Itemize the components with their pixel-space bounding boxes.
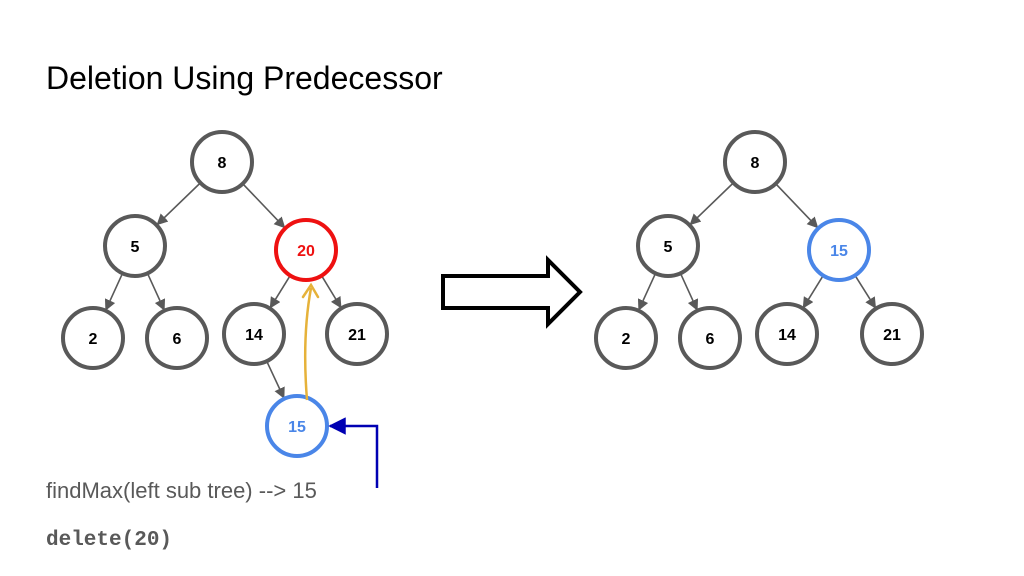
edge-after-8-15 [773, 180, 819, 229]
node-circle [807, 218, 871, 282]
node-after-2: 2 [594, 306, 658, 370]
tree-before-edges [104, 180, 342, 399]
predecessor-move-arrow [303, 287, 313, 401]
node-label: 15 [830, 243, 848, 260]
edge-before-14-15 [264, 358, 285, 399]
edge-before-20-21 [319, 272, 342, 309]
node-label: 5 [131, 239, 140, 256]
node-before-6: 6 [145, 306, 209, 370]
node-after-21: 21 [860, 302, 924, 366]
node-before-8: 8 [190, 130, 254, 194]
edge-after-15-21 [852, 272, 877, 309]
node-circle [145, 306, 209, 370]
tree-after-edges [637, 180, 877, 311]
node-label: 6 [706, 331, 715, 348]
edge-after-15-14 [802, 272, 826, 309]
node-label: 21 [348, 327, 366, 344]
node-before-21: 21 [325, 302, 389, 366]
node-label: 15 [288, 419, 306, 436]
delete-call: delete(20) [46, 529, 173, 552]
node-after-8: 8 [723, 130, 787, 194]
node-label: 20 [297, 243, 315, 260]
node-circle [222, 302, 286, 366]
node-after-6: 6 [678, 306, 742, 370]
edge-before-5-2 [104, 270, 125, 311]
edge-after-5-2 [637, 270, 658, 311]
edge-after-5-6 [678, 270, 699, 311]
node-after-14: 14 [755, 302, 819, 366]
node-circle [325, 302, 389, 366]
edge-after-8-5 [689, 180, 737, 226]
node-after-15: 15 [807, 218, 871, 282]
node-circle [594, 306, 658, 370]
node-label: 5 [664, 239, 673, 256]
node-before-14: 14 [222, 302, 286, 366]
edge-before-8-5 [156, 180, 204, 226]
node-before-15: 15 [265, 394, 329, 458]
node-circle [61, 306, 125, 370]
node-circle [860, 302, 924, 366]
node-before-2: 2 [61, 306, 125, 370]
node-label: 8 [751, 155, 760, 172]
tree-before: 8 5 20 2 6 14 21 15 [61, 130, 389, 458]
edge-before-5-6 [145, 270, 166, 311]
tree-after: 8 5 15 2 6 14 21 [594, 130, 924, 370]
edge-before-8-20 [240, 180, 286, 229]
find-max-caption: findMax(left sub tree) --> 15 [46, 478, 317, 503]
node-circle [190, 130, 254, 194]
transform-arrow-icon [441, 255, 583, 329]
node-before-20: 20 [274, 218, 338, 282]
tree-before-nodes: 8 5 20 2 6 14 21 15 [61, 130, 389, 458]
node-label: 2 [622, 331, 631, 348]
node-label: 2 [89, 331, 98, 348]
node-circle [274, 218, 338, 282]
node-circle [678, 306, 742, 370]
tree-after-nodes: 8 5 15 2 6 14 21 [594, 130, 924, 370]
node-circle [265, 394, 329, 458]
slide-title: Deletion Using Predecessor [46, 60, 443, 96]
node-circle [723, 130, 787, 194]
node-circle [636, 214, 700, 278]
pointer-arrow [328, 417, 379, 488]
predecessor-move-arrowhead [301, 282, 320, 299]
node-after-5: 5 [636, 214, 700, 278]
node-label: 6 [173, 331, 182, 348]
node-label: 14 [245, 327, 263, 344]
node-label: 14 [778, 327, 796, 344]
node-before-5: 5 [103, 214, 167, 278]
node-label: 8 [218, 155, 227, 172]
node-label: 21 [883, 327, 901, 344]
node-circle [103, 214, 167, 278]
node-circle [755, 302, 819, 366]
edge-before-20-14 [269, 272, 293, 309]
